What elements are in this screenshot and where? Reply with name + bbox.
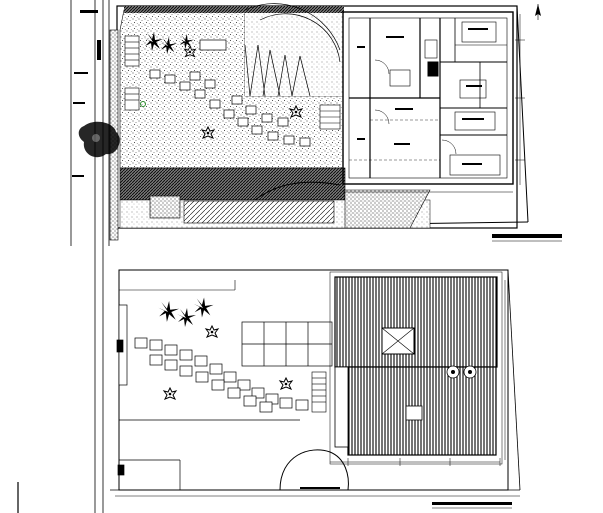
stepping-stone-path-bottom — [134, 337, 309, 413]
dimension-lines-top — [343, 14, 525, 193]
north-arrow-icon — [535, 4, 541, 20]
diagonal-hatch-area — [183, 200, 335, 224]
palm-tree-icon — [158, 297, 214, 327]
top-hatched-strip — [124, 6, 344, 13]
hatched-paving — [119, 167, 346, 201]
curved-pool-edge — [254, 181, 341, 201]
dense-garden-bed — [245, 10, 343, 96]
gravel-wedge — [344, 189, 431, 229]
building-stairs — [319, 104, 341, 130]
scale-bar-top — [492, 234, 562, 242]
green-marker — [140, 101, 146, 107]
driveway-arc — [279, 449, 349, 491]
scale-bar-bottom — [432, 502, 512, 509]
skylight-small — [405, 405, 423, 421]
roof-vent-icon — [446, 365, 477, 379]
dimension-lines-bottom — [330, 269, 506, 466]
building-floor-plan — [342, 11, 514, 185]
hedge-cluster-icon — [78, 121, 120, 158]
boundary-walls — [116, 304, 300, 490]
planter-box — [149, 195, 181, 219]
top-site-plan — [70, 0, 562, 513]
parking-bays — [241, 321, 333, 367]
room-label-marks — [357, 28, 488, 165]
stepping-stone-path-top — [149, 69, 311, 147]
roof-plan — [329, 271, 503, 465]
garden-bench — [199, 39, 227, 51]
road-markers — [72, 10, 101, 177]
garden-arcs — [244, 3, 341, 97]
entry-steps-bottom — [311, 371, 327, 413]
bottom-site-plan — [17, 269, 521, 513]
entry-steps — [124, 35, 140, 111]
